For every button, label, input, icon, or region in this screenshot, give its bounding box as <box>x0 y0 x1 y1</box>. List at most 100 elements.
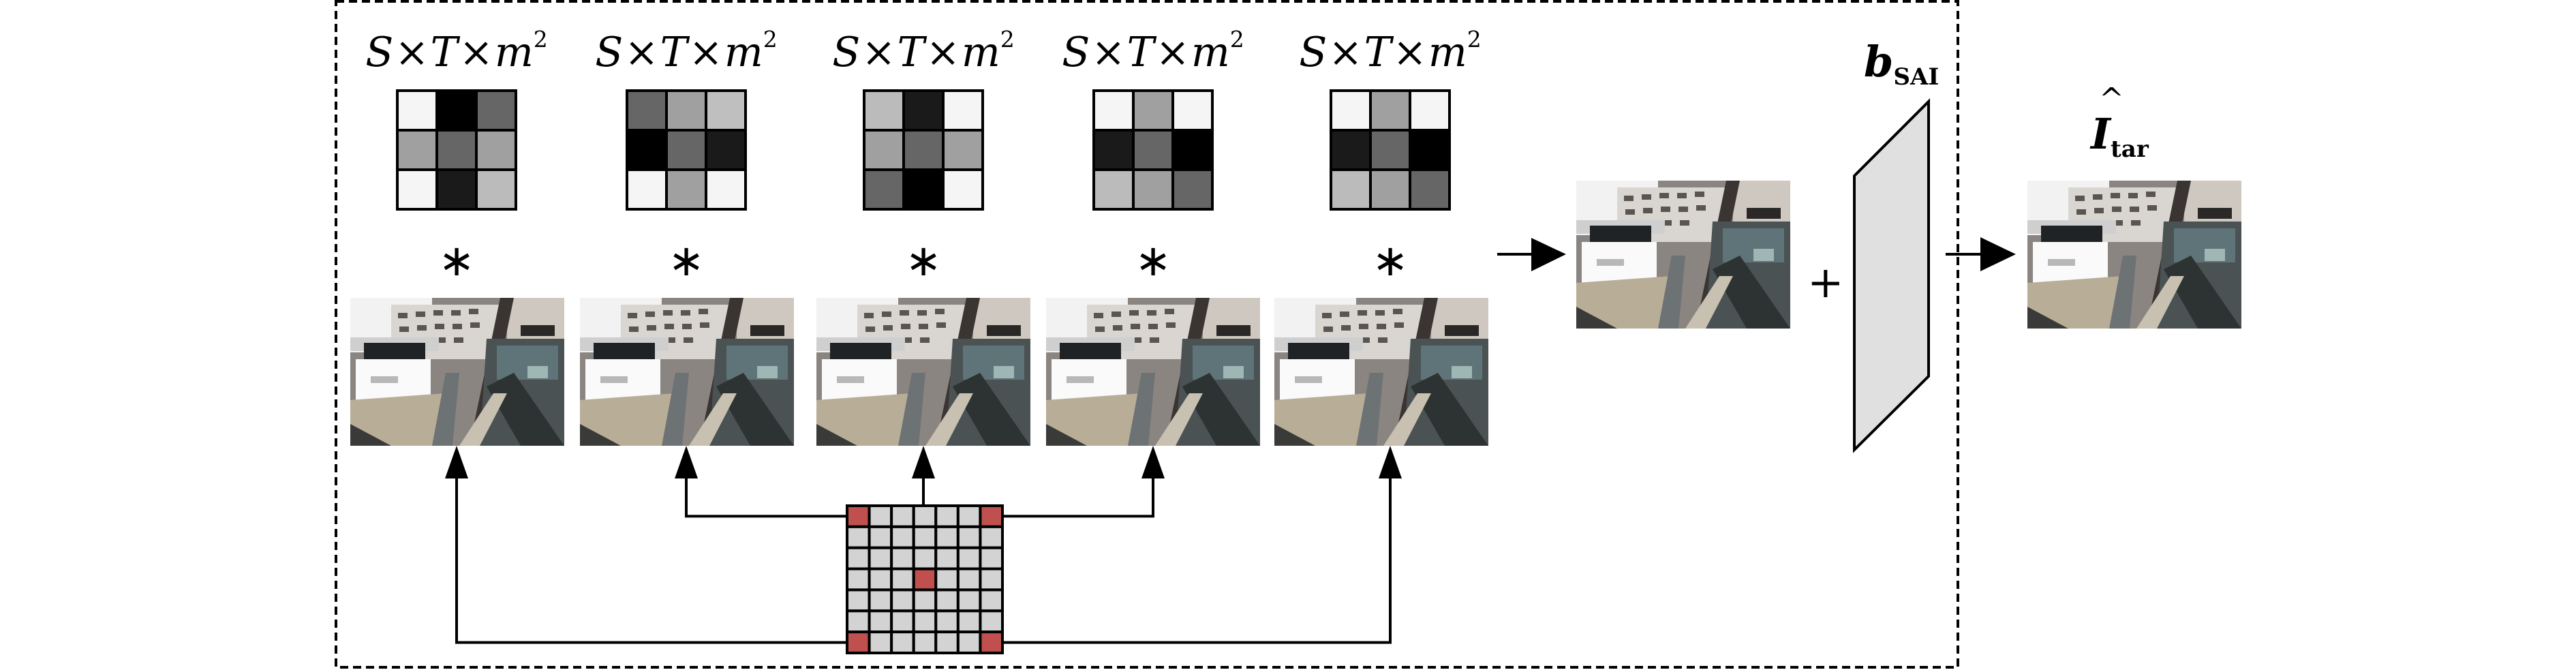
grid-cell <box>868 588 893 613</box>
grid-cell <box>934 504 960 528</box>
kernel-label-exp: 2 <box>533 26 548 52</box>
grid-cell <box>868 567 893 592</box>
grid-cell <box>868 546 893 570</box>
grid-cell <box>846 546 871 570</box>
kernel-3 <box>863 89 984 211</box>
kernel-label-m: m <box>1191 29 1230 77</box>
bias-label-subscript: SAI <box>1893 63 1939 91</box>
weighted-sum-image <box>1576 181 1790 329</box>
convolution-operator: ∗ <box>668 236 705 286</box>
input-sub-aperture-image <box>1274 298 1488 446</box>
grid-cell <box>846 525 871 549</box>
kernel-cell <box>902 168 945 211</box>
grid-cell <box>956 609 982 634</box>
plus-symbol: + <box>1807 258 1844 308</box>
kernel-cell <box>902 89 945 132</box>
kernel-label-times: × <box>1091 29 1126 77</box>
kernel-cell <box>942 129 984 171</box>
arrowhead-up <box>675 446 698 478</box>
bias-label: bSAI <box>1864 37 1939 91</box>
kernel-cell <box>665 129 707 171</box>
grid-cell <box>979 567 1005 592</box>
grid-cell <box>934 609 960 634</box>
kernel-label-exp: 2 <box>763 26 778 52</box>
input-image-group <box>350 298 1488 446</box>
kernel-label-t: T <box>897 29 925 77</box>
arrowhead-up <box>1141 446 1165 478</box>
kernel-cell <box>705 168 747 211</box>
grid-cell <box>956 525 982 549</box>
kernel-cell <box>863 89 905 132</box>
kernel-cell <box>705 89 747 132</box>
grid-cell <box>979 609 1005 634</box>
grid-cell <box>956 546 982 570</box>
convolution-operator: ∗ <box>1135 236 1171 286</box>
grid-cell <box>868 609 893 634</box>
kernel-cell <box>1132 129 1174 171</box>
output-label-hat: ^ <box>2099 82 2124 117</box>
grid-cell <box>934 588 960 613</box>
grid-cell <box>912 609 938 634</box>
kernel-cell <box>1171 168 1214 211</box>
kernel-cell <box>665 168 707 211</box>
kernel-label-times: × <box>624 29 659 77</box>
grid-cell <box>912 630 938 655</box>
grid-cell-selected <box>912 567 938 592</box>
module-boundary-box <box>335 0 1959 669</box>
kernel-cell <box>863 129 905 171</box>
arrowhead-up <box>1379 446 1402 478</box>
output-image <box>2027 181 2241 329</box>
kernel-cell <box>1330 89 1372 132</box>
kernel-cell <box>1171 129 1214 171</box>
grid-cell <box>890 525 915 549</box>
arrowhead-up <box>445 446 468 478</box>
kernel-cell <box>1132 168 1174 211</box>
kernel-group <box>396 89 1451 211</box>
output-label-subscript: tar <box>2111 135 2149 163</box>
connector-line-corner-top-right <box>1002 477 1154 518</box>
grid-cell <box>868 504 893 528</box>
grid-cell-selected <box>979 630 1005 655</box>
kernel-label-times: × <box>1328 29 1363 77</box>
kernel-cell <box>626 89 668 132</box>
grid-cell <box>934 630 960 655</box>
kernel-cell <box>1092 89 1135 132</box>
kernel-cell <box>1369 168 1411 211</box>
kernel-1 <box>396 89 517 211</box>
kernel-cell <box>1092 168 1135 211</box>
convolution-operator: ∗ <box>905 236 942 286</box>
kernel-cell <box>1409 168 1451 211</box>
kernel-cell <box>942 89 984 132</box>
grid-cell <box>956 504 982 528</box>
kernel-cell <box>705 129 747 171</box>
kernel-cell <box>902 129 945 171</box>
kernel-label-times: × <box>1392 29 1427 77</box>
kernel-label-m: m <box>494 29 534 77</box>
input-sub-aperture-image <box>816 298 1030 446</box>
kernel-label-m: m <box>1428 29 1467 77</box>
kernel-label-times: × <box>459 29 493 77</box>
arrow-to-sum <box>1497 238 1566 271</box>
input-sub-aperture-image <box>580 298 794 446</box>
kernel-label-t: T <box>430 29 458 77</box>
kernel-size-label: S×T×m2 <box>1062 26 1244 76</box>
kernel-label-times: × <box>1155 29 1190 77</box>
grid-cell <box>912 504 938 528</box>
input-sub-aperture-image <box>350 298 564 446</box>
grid-cell <box>846 609 871 634</box>
kernel-cell <box>942 168 984 211</box>
arrowhead-up <box>912 446 935 478</box>
grid-cell <box>934 567 960 592</box>
kernel-label-s: S <box>1299 29 1328 77</box>
kernel-label-t: T <box>1364 29 1392 77</box>
connector-group <box>445 446 1402 644</box>
kernel-cell <box>1409 129 1451 171</box>
kernel-cell <box>626 129 668 171</box>
kernel-cell <box>1330 129 1372 171</box>
kernel-cell <box>1171 89 1214 132</box>
grid-cell <box>979 588 1005 613</box>
kernel-label-m: m <box>961 29 1000 77</box>
connector-line-corner-top-left <box>685 477 847 518</box>
kernel-2 <box>626 89 747 211</box>
kernel-label-times: × <box>861 29 896 77</box>
